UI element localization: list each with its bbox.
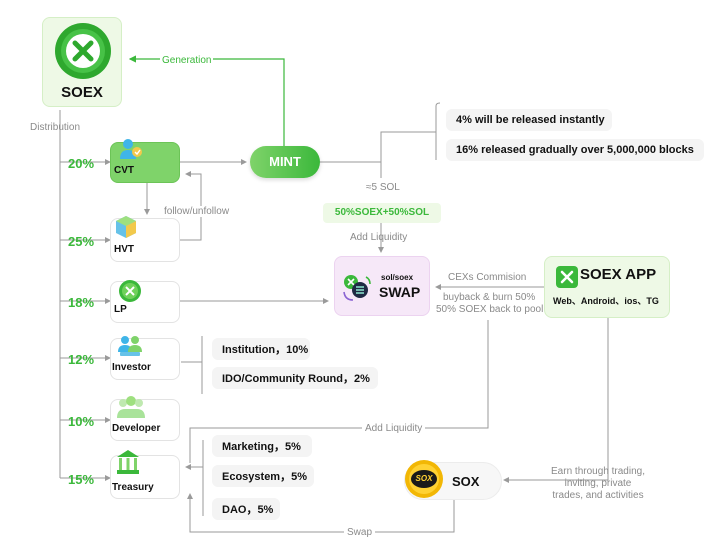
investor-label: Investor <box>112 362 151 373</box>
earn-line3: trades, and activities <box>552 490 644 501</box>
earn-line1: Earn through trading, <box>551 466 645 477</box>
sox-coin-text: SOX <box>415 474 433 483</box>
mint-ratio-badge <box>323 203 441 223</box>
buyback-line1: buyback & burn 50% <box>443 292 536 303</box>
mint-ratio-text: 50%SOEX+50%SOL <box>334 207 430 218</box>
soex-app-icon <box>556 266 578 288</box>
sox-coin-icon <box>405 460 443 498</box>
swap-label: SWAP <box>379 284 421 300</box>
investor-people-icon <box>118 336 142 356</box>
developer-label: Developer <box>112 423 161 434</box>
investor-item-institution: Institution，10% <box>212 338 310 360</box>
swap-pair-label: sol/soex <box>381 273 414 282</box>
cvt-card <box>110 142 180 183</box>
treasury-item-dao: DAO，5% <box>212 498 280 520</box>
add-liquidity-top-label: Add Liquidity <box>350 232 408 243</box>
follow-unfollow-label: follow/unfollow <box>162 206 232 217</box>
hvt-label: HVT <box>114 244 134 255</box>
lp-label: LP <box>114 304 127 315</box>
release-instant-pill: 4% will be released instantly <box>446 109 612 131</box>
cvt-user-icon <box>120 139 142 159</box>
swap-icon <box>343 275 371 301</box>
hvt-percent: 25% <box>68 234 95 249</box>
mint-node <box>250 146 320 178</box>
cvt-label: CVT <box>114 165 134 176</box>
lp-coin-icon <box>119 280 141 302</box>
soex-title: SOEX <box>61 84 103 101</box>
investor-item-ido: IDO/Community Round，2% <box>212 367 378 389</box>
soex-logo-icon <box>55 23 111 79</box>
soex-app-platforms: Web、Android、ios、TG <box>553 296 659 306</box>
cex-commission-label: CEXs Commision <box>448 272 527 283</box>
investor-card <box>110 338 180 380</box>
swap-bottom-label: Swap <box>344 527 376 538</box>
sol-fee-label: ≈5 SOL <box>366 182 400 193</box>
treasury-item-ecosystem: Ecosystem，5% <box>212 465 314 487</box>
buyback-line2: 50% SOEX back to pool <box>436 304 544 315</box>
mint-label: MINT <box>269 154 301 169</box>
lp-percent: 18% <box>68 295 95 310</box>
release-gradual-pill: 16% released gradually over 5,000,000 bl… <box>446 139 704 161</box>
developer-team-icon <box>117 396 145 418</box>
treasury-bank-icon <box>117 450 139 474</box>
cvt-percent: 20% <box>68 156 95 171</box>
soex-app-title: SOEX APP <box>580 266 657 283</box>
treasury-label: Treasury <box>112 482 154 493</box>
generation-label: Generation <box>160 55 214 66</box>
investor-percent: 12% <box>68 352 95 367</box>
earn-line2: inviting, private <box>564 478 632 489</box>
hvt-cube-icon <box>116 216 136 238</box>
treasury-percent: 15% <box>68 472 95 487</box>
treasury-item-marketing: Marketing，5% <box>212 435 312 457</box>
developer-percent: 10% <box>68 414 95 429</box>
add-liquidity-bottom-label: Add Liquidity <box>362 423 426 434</box>
distribution-label: Distribution <box>30 122 81 133</box>
sox-label: SOX <box>452 474 480 489</box>
